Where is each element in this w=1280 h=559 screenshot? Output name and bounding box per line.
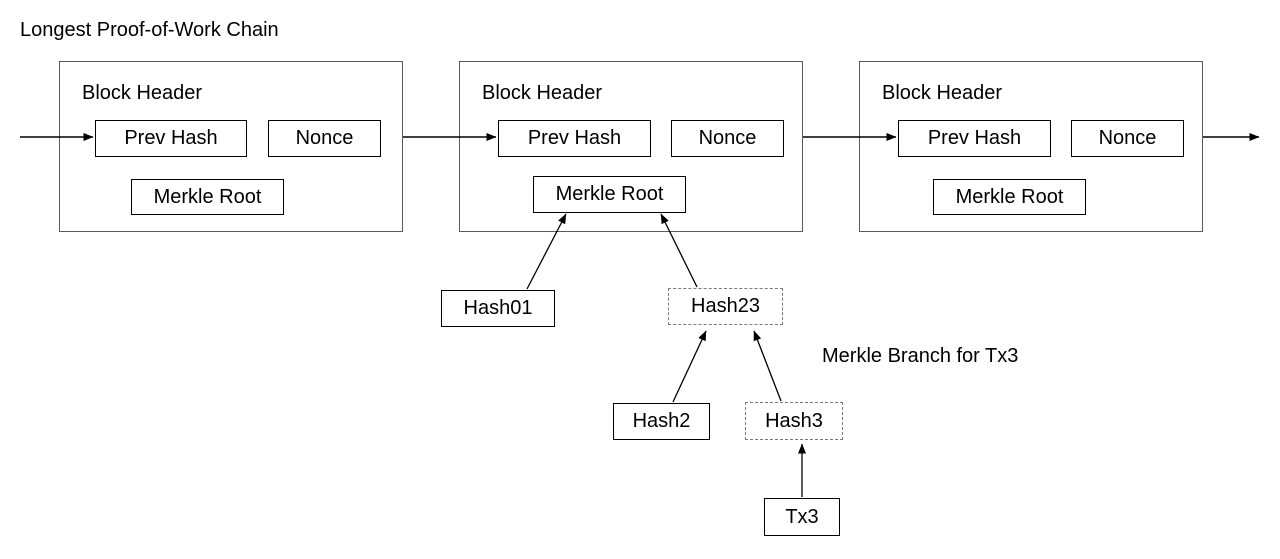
- block-3-nonce-field[interactable]: Nonce: [1071, 120, 1184, 157]
- merkle-node-hash23[interactable]: Hash23: [668, 288, 783, 325]
- block-2[interactable]: Block Header Prev Hash Nonce Merkle Root: [459, 61, 803, 232]
- merkle-node-hash01[interactable]: Hash01: [441, 290, 555, 327]
- block-1[interactable]: Block Header Prev Hash Nonce Merkle Root: [59, 61, 403, 232]
- block-1-merkle-root-field[interactable]: Merkle Root: [131, 179, 284, 215]
- block-2-merkle-root-field[interactable]: Merkle Root: [533, 176, 686, 213]
- merkle-branch-label: Merkle Branch for Tx3: [822, 345, 1019, 367]
- merkle-node-tx3[interactable]: Tx3: [764, 498, 840, 536]
- merkle-node-hash2[interactable]: Hash2: [613, 403, 710, 440]
- block-2-prev-hash-field[interactable]: Prev Hash: [498, 120, 651, 157]
- block-3-prev-hash-field[interactable]: Prev Hash: [898, 120, 1051, 157]
- block-2-header-label: Block Header: [482, 82, 603, 104]
- block-3-header-label: Block Header: [882, 82, 1003, 104]
- block-1-nonce-field[interactable]: Nonce: [268, 120, 381, 157]
- edge-hash2-to-hash23: [672, 330, 707, 403]
- merkle-node-hash3[interactable]: Hash3: [745, 402, 843, 440]
- edge-hash3-to-hash23: [753, 330, 782, 402]
- page-title: Longest Proof-of-Work Chain: [20, 19, 279, 41]
- block-1-header-label: Block Header: [82, 82, 203, 104]
- block-3[interactable]: Block Header Prev Hash Nonce Merkle Root: [859, 61, 1203, 232]
- block-1-prev-hash-field[interactable]: Prev Hash: [95, 120, 247, 157]
- block-3-merkle-root-field[interactable]: Merkle Root: [933, 179, 1086, 215]
- block-2-nonce-field[interactable]: Nonce: [671, 120, 784, 157]
